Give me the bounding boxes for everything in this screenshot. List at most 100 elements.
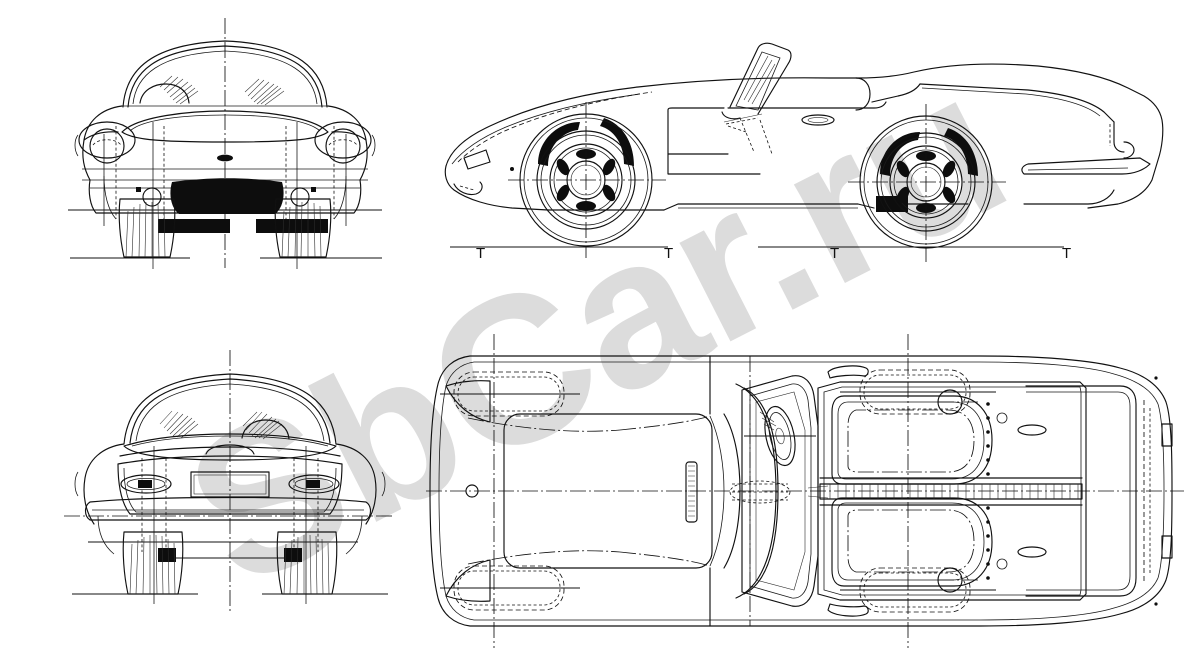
rear-sill-shadow-left <box>158 548 176 562</box>
side-door-handle-inner <box>807 117 829 123</box>
plan-front-tyre-left <box>453 371 565 417</box>
rear-deck-lip <box>123 433 337 461</box>
front-marker-left <box>136 187 141 192</box>
plan-stud-row-left <box>986 402 990 580</box>
side-sill <box>663 203 875 211</box>
rear-headrest <box>241 419 290 440</box>
front-left-edge-trim <box>74 134 79 157</box>
rear-boot-panel <box>117 455 343 515</box>
front-grille <box>170 178 284 214</box>
side-upper-body-profile <box>445 63 1164 209</box>
front-badge <box>217 154 233 162</box>
front-fender-lip-right <box>333 175 347 220</box>
plan-steering-wheel <box>744 405 816 467</box>
side-rear-deck-crease <box>921 87 1101 117</box>
rear-fender-lip-left <box>97 515 115 555</box>
plan-seat-left <box>831 395 993 485</box>
side-nose-lower <box>444 165 549 211</box>
side-rear-bumper-crease <box>1027 167 1129 171</box>
rear-sill-shadow-right <box>284 548 302 562</box>
side-front-bumper-hidden <box>459 185 475 191</box>
side-windscreen-frame <box>729 42 792 115</box>
rear-deck-lip-inner <box>131 435 329 447</box>
side-door-handle <box>801 114 835 126</box>
side-screen-base <box>721 111 741 120</box>
plan-seat-right-outline <box>831 497 993 587</box>
plan-front-tyre-right <box>453 565 565 611</box>
plan-front-shoulder-line-left <box>619 415 711 431</box>
rear-fender-lip-right <box>345 515 363 555</box>
front-fog-lamp-right <box>290 187 310 207</box>
side-front-arch-shadow-rear <box>600 118 634 166</box>
side-rear-bumper <box>1021 157 1151 175</box>
plan-arch-line-right <box>467 550 621 565</box>
rear-screen-frame <box>129 378 331 444</box>
front-screen-outer <box>122 40 328 108</box>
side-rear-arch-shadow <box>880 132 920 176</box>
plan-front-wheel-right <box>440 565 580 611</box>
plan-nose-panel-left <box>445 380 491 423</box>
side-hood-vent <box>463 149 491 170</box>
front-screen-frame <box>127 45 323 108</box>
plan-door-handle-left <box>827 365 869 379</box>
front-hood-bulge-inner <box>129 114 321 132</box>
front-steering-wheel <box>139 83 190 104</box>
rear-tyre-left-tread <box>129 534 176 595</box>
plan-boot-hinge-right <box>1017 546 1047 558</box>
plan-boot-hinge-left <box>1017 424 1047 436</box>
side-t-marker-3: T <box>830 245 839 262</box>
rear-licence-plate-inner <box>193 474 267 495</box>
plan-nose-panel-right <box>445 559 491 602</box>
plan-front-shoulder-line-right <box>619 551 711 567</box>
plan-corner-dot-right <box>1154 602 1158 606</box>
plan-steering-rim-inner <box>768 412 792 460</box>
plan-boot-lid <box>1025 385 1137 597</box>
side-rear-deck-lip <box>855 77 871 111</box>
front-wiper-left <box>159 75 199 105</box>
rear-bumper <box>84 496 372 521</box>
front-headlamp-left <box>89 128 125 164</box>
front-tyre-right-tread <box>281 201 322 258</box>
plan-boot-lid-inner <box>1026 391 1131 591</box>
plan-windscreen-outer2 <box>743 387 779 595</box>
plan-seat-left-inner <box>847 409 975 473</box>
side-front-wheel-disc <box>549 143 623 217</box>
rear-tail-lamp-right-inner <box>294 477 334 490</box>
front-tyre-right <box>274 198 332 258</box>
plan-bonnet-panel <box>503 413 713 569</box>
side-tonneau-edge <box>871 83 921 103</box>
rear-wiper-right <box>242 411 283 440</box>
plan-seat-right <box>831 497 993 587</box>
front-headlamp-right <box>325 128 361 164</box>
rear-tyre-right <box>276 531 338 595</box>
rear-body-left-shoulder <box>83 443 125 525</box>
front-marker-right <box>311 187 316 192</box>
rear-tail-lamp-right <box>288 474 340 494</box>
rear-deck-edge <box>119 446 341 457</box>
plan-bonnet-rear-edge <box>709 415 725 567</box>
side-rear-wheel-slots <box>896 151 956 213</box>
plan-body-outline <box>429 355 1173 627</box>
side-t-marker-1: T <box>476 245 485 262</box>
rear-tyre-right-tread <box>283 534 330 595</box>
plan-corner-dot-left <box>1154 376 1158 380</box>
side-steering-wheel-hidden <box>723 113 773 155</box>
front-headlamp-bezel-left <box>78 121 136 159</box>
plan-front-wheel-left <box>440 371 580 417</box>
plan-nose-emblem <box>465 484 479 498</box>
side-t-marker-4: T <box>1062 245 1071 262</box>
side-nose-emblem <box>510 167 514 171</box>
front-wiper-right <box>244 78 285 106</box>
rear-wiper-left <box>159 410 199 439</box>
plan-wiper-blade <box>685 461 698 523</box>
rear-screen-outer <box>123 373 337 445</box>
side-door-top-front <box>667 111 729 155</box>
plan-steering-rim <box>764 405 796 467</box>
front-tyre-left <box>118 198 176 258</box>
plan-rear-wheel-right <box>840 567 996 613</box>
rear-deck-hump <box>205 444 255 455</box>
plan-windscreen-frame-inner <box>749 383 812 599</box>
front-headlamp-bezel-right <box>314 121 372 159</box>
plan-boot-stud-left <box>996 412 1008 424</box>
